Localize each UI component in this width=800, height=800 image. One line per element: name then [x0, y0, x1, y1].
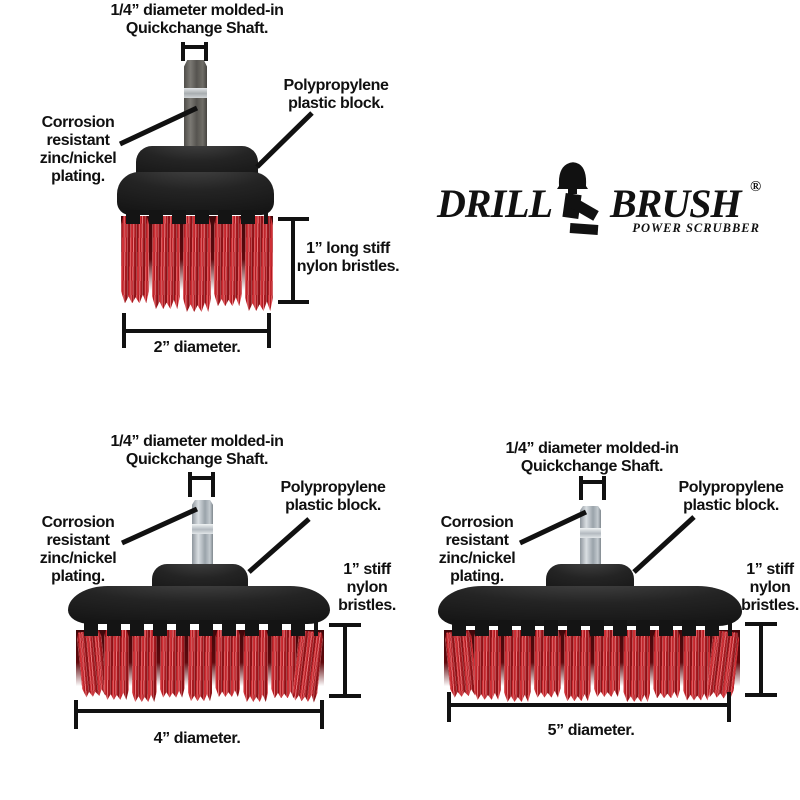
- bristle-tuft: [103, 630, 129, 700]
- note-line: Quickchange Shaft.: [125, 451, 269, 468]
- plating-note-4in: Corrosion resistant zinc/nickel plating.: [18, 514, 138, 586]
- note-line: 1” stiff: [343, 561, 391, 578]
- bristle-tuft: [683, 630, 711, 701]
- shaft-note-4in: 1/4” diameter molded-in Quickchange Shaf…: [87, 433, 307, 469]
- plating-note-5in: Corrosion resistant zinc/nickel plating.: [417, 514, 537, 586]
- note-line: resistant: [445, 532, 509, 549]
- shaft-note-5in: 1/4” diameter molded-in Quickchange Shaf…: [482, 440, 702, 476]
- bristle-tuft: [121, 216, 149, 304]
- note-line: plastic block.: [683, 497, 779, 514]
- bristle-tuft: [76, 630, 108, 698]
- block-note-4in: Polypropylene plastic block.: [273, 479, 393, 515]
- hex-shaft-graphic-4in: [192, 500, 213, 568]
- bristle-tuft: [653, 630, 681, 699]
- bristle-tuft: [473, 630, 501, 700]
- note-line: 1/4” diameter molded-in: [110, 2, 284, 19]
- shaft-note-2in: 1/4” diameter molded-in Quickchange Shaf…: [87, 2, 307, 38]
- note-line: zinc/nickel: [39, 150, 117, 167]
- brand-logo: DRILL BRUSH ® POWER SCRUBBER: [430, 156, 776, 240]
- note-line: plating.: [450, 568, 504, 585]
- bristle-tuft: [183, 216, 211, 312]
- note-line: Polypropylene: [280, 479, 386, 496]
- logo-drill-text: DRILL: [437, 181, 553, 226]
- hex-shaft-graphic-5in: [580, 506, 601, 568]
- shaft-groove: [192, 524, 213, 534]
- note-line: plastic block.: [288, 95, 384, 112]
- bristle-tuft: [503, 630, 531, 702]
- bristles-2in: [121, 216, 273, 312]
- hex-shaft-graphic-2in: [184, 60, 207, 152]
- bristle-tuft: [187, 630, 213, 702]
- note-line: Polypropylene: [678, 479, 784, 496]
- logo-tagline: POWER SCRUBBER: [632, 221, 760, 235]
- bristle-tuft: [706, 630, 740, 699]
- diameter-label-2in: 2” diameter.: [153, 339, 241, 356]
- plating-note-2in: Corrosion resistant zinc/nickel plating.: [18, 114, 138, 186]
- bristle-tuft: [623, 630, 651, 702]
- note-line: Corrosion: [41, 514, 115, 531]
- bristle-tuft: [243, 630, 269, 702]
- bristle-tuft: [563, 630, 591, 702]
- note-line: bristles.: [338, 597, 396, 614]
- bristle-note-2in: 1” long stiff nylon bristles.: [292, 240, 404, 276]
- note-line: 1/4” diameter molded-in: [110, 433, 284, 450]
- note-line: Corrosion: [440, 514, 514, 531]
- tuft-sockets-2in: [126, 210, 268, 224]
- bristle-note-4in: 1” stiff nylon bristles.: [319, 561, 415, 615]
- note-line: 1/4” diameter molded-in: [505, 440, 679, 457]
- note-line: plating.: [51, 168, 105, 185]
- bristle-tuft: [152, 216, 180, 310]
- note-line: Quickchange Shaft.: [125, 20, 269, 37]
- plastic-block-lower-2in: [117, 172, 274, 215]
- tuft-sockets-4in: [84, 620, 318, 636]
- tuft-sockets-5in: [452, 620, 732, 636]
- diameter-label-5in: 5” diameter.: [547, 722, 635, 739]
- note-line: Corrosion: [41, 114, 115, 131]
- note-line: bristles.: [741, 597, 799, 614]
- bristle-tuft: [131, 630, 157, 702]
- logo-brush-text: BRUSH: [610, 181, 742, 226]
- note-line: 1” stiff: [746, 561, 794, 578]
- note-line: zinc/nickel: [39, 550, 117, 567]
- diameter-label-4in: 4” diameter.: [153, 730, 241, 747]
- shaft-groove: [184, 88, 207, 98]
- note-line: nylon bristles.: [296, 258, 400, 275]
- note-line: resistant: [46, 532, 110, 549]
- note-line: 1” long stiff: [306, 240, 390, 257]
- note-line: Polypropylene: [283, 77, 389, 94]
- shaft-groove: [580, 528, 601, 538]
- bristle-tuft: [533, 630, 561, 698]
- note-line: nylon: [346, 579, 388, 596]
- block-note-2in: Polypropylene plastic block.: [276, 77, 396, 113]
- plastic-disc-4in: [68, 586, 330, 624]
- bristle-tuft: [159, 630, 185, 698]
- note-line: Quickchange Shaft.: [520, 458, 664, 475]
- note-line: plating.: [51, 568, 105, 585]
- bristle-tuft: [271, 630, 297, 699]
- bristle-tuft: [215, 630, 241, 697]
- note-line: nylon: [749, 579, 791, 596]
- note-line: plastic block.: [285, 497, 381, 514]
- bristle-tuft: [245, 216, 273, 312]
- note-line: resistant: [46, 132, 110, 149]
- bristle-tuft: [214, 216, 242, 307]
- bristle-tuft: [444, 630, 478, 698]
- block-note-5in: Polypropylene plastic block.: [671, 479, 791, 515]
- note-line: zinc/nickel: [438, 550, 516, 567]
- bristles-5in: [444, 630, 740, 702]
- registered-trademark-symbol: ®: [750, 179, 762, 195]
- bristle-note-5in: 1” stiff nylon bristles.: [722, 561, 800, 615]
- bristle-tuft: [292, 630, 324, 703]
- bristles-4in: [76, 630, 324, 702]
- bristle-tuft: [593, 630, 621, 697]
- drillbrush-logo-icon: [557, 162, 599, 235]
